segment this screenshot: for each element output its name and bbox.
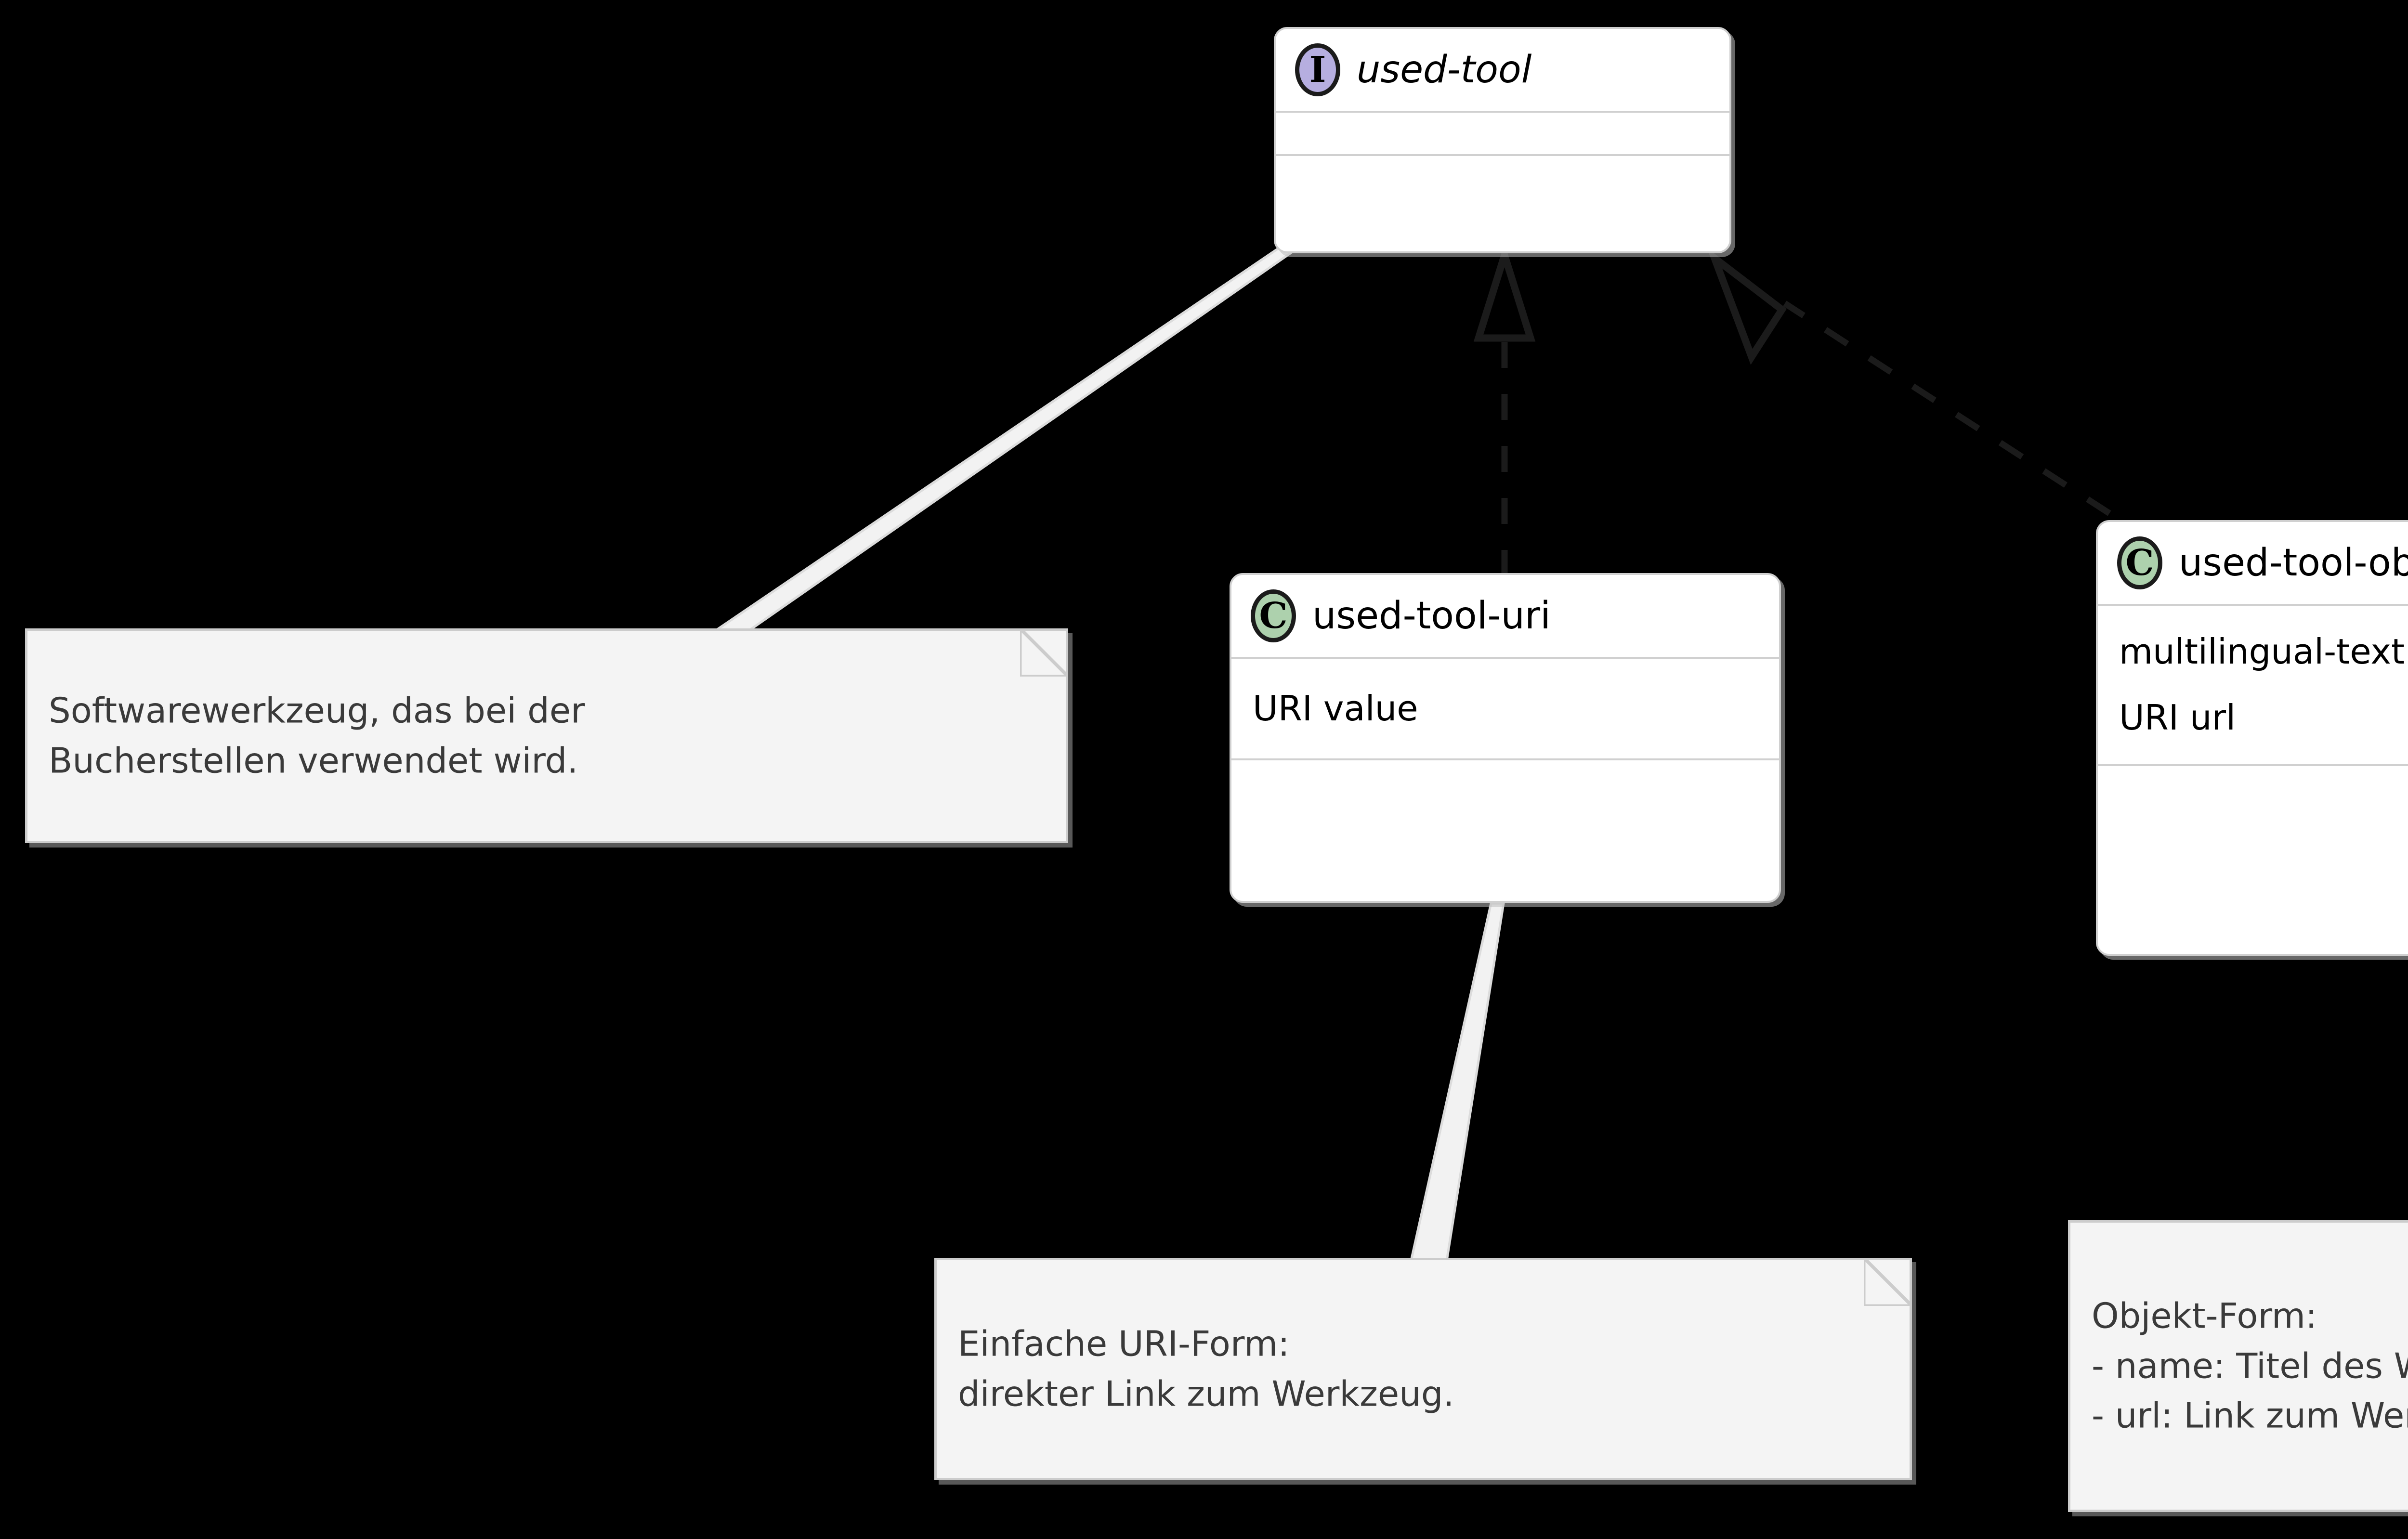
uml-attributes-compartment-used-tool-uri: URI value bbox=[1231, 659, 1779, 758]
note-link-used-tool bbox=[699, 245, 1294, 640]
interface-stereotype-icon: I bbox=[1295, 43, 1340, 96]
uml-operations-compartment-used-tool-uri bbox=[1231, 760, 1779, 786]
uml-title-used-tool: used-tool bbox=[1357, 48, 1532, 91]
uml-attribute: URI url bbox=[2119, 697, 2236, 738]
uml-header-used-tool-object: C used-tool-object bbox=[2098, 522, 2408, 604]
note-used-tool-object[interactable]: Objekt-Form: - name: Titel des Werkzeugs… bbox=[2068, 1220, 2408, 1512]
uml-attributes-compartment-used-tool-object: multilingual-text name URI url bbox=[2098, 606, 2408, 764]
note-text: Einfache URI-Form: direkter Link zum Wer… bbox=[958, 1323, 1454, 1414]
uml-class-used-tool-uri[interactable]: C used-tool-uri URI value bbox=[1230, 573, 1781, 903]
uml-interface-used-tool[interactable]: I used-tool bbox=[1274, 27, 1731, 253]
uml-divider bbox=[2098, 764, 2408, 766]
uml-divider bbox=[1276, 154, 1729, 156]
uml-attribute: multilingual-text name bbox=[2119, 631, 2408, 672]
uml-class-used-tool-object[interactable]: C used-tool-object multilingual-text nam… bbox=[2096, 520, 2408, 956]
uml-operations-compartment-used-tool-object bbox=[2098, 766, 2408, 792]
uml-attribute: URI value bbox=[1253, 688, 1418, 729]
uml-title-used-tool-uri: used-tool-uri bbox=[1312, 594, 1551, 638]
realization-uri-to-used-tool bbox=[1473, 243, 1536, 576]
class-stereotype-icon: C bbox=[1251, 589, 1296, 642]
uml-title-used-tool-object: used-tool-object bbox=[2179, 541, 2408, 585]
uml-divider bbox=[1231, 758, 1779, 761]
note-text: Objekt-Form: - name: Titel des Werkzeugs… bbox=[2092, 1295, 2408, 1436]
uml-header-used-tool: I used-tool bbox=[1276, 29, 1729, 111]
uml-divider bbox=[1231, 657, 1779, 659]
note-used-tool[interactable]: Softwarewerkzeug, das bei der Bucherstel… bbox=[25, 628, 1068, 843]
note-link-used-tool-uri bbox=[1409, 902, 1505, 1262]
note-text: Softwarewerkzeug, das bei der Bucherstel… bbox=[49, 690, 585, 781]
realization-object-to-used-tool bbox=[1706, 248, 2111, 516]
uml-operations-compartment-used-tool bbox=[1276, 156, 1729, 195]
uml-attributes-compartment-used-tool bbox=[1276, 113, 1729, 154]
note-fold-corner-icon bbox=[1864, 1258, 1912, 1306]
class-stereotype-icon: C bbox=[2117, 536, 2162, 589]
uml-divider bbox=[1276, 111, 1729, 113]
uml-header-used-tool-uri: C used-tool-uri bbox=[1231, 575, 1779, 657]
uml-divider bbox=[2098, 604, 2408, 606]
note-used-tool-uri[interactable]: Einfache URI-Form: direkter Link zum Wer… bbox=[934, 1258, 1912, 1480]
note-fold-corner-icon bbox=[1020, 628, 1068, 677]
